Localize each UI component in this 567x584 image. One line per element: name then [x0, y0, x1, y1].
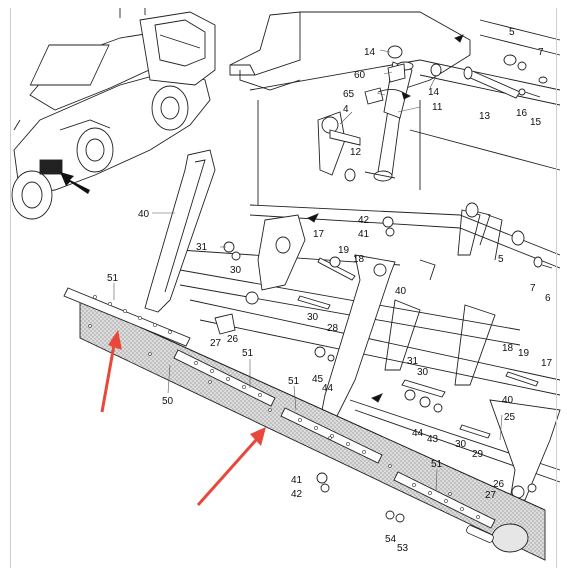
label-17: 17	[541, 358, 553, 369]
label-19: 19	[518, 348, 530, 359]
hooks-right	[457, 202, 553, 269]
black-arrow-icon	[60, 172, 90, 194]
center-bracket	[257, 209, 561, 501]
label-26: 26	[493, 479, 505, 490]
label-14: 14	[364, 47, 376, 58]
label-15: 15	[530, 117, 542, 128]
label-5: 5	[498, 254, 504, 265]
label-40: 40	[395, 286, 407, 297]
label-51: 51	[288, 376, 300, 387]
label-27: 27	[210, 338, 222, 349]
label-25: 25	[504, 412, 516, 423]
label-11: 11	[432, 102, 443, 113]
arm-40-left	[144, 149, 216, 313]
blade-end-seal	[491, 523, 529, 553]
red-arrow-left-icon	[108, 330, 122, 350]
label-60: 60	[354, 70, 366, 81]
label-18: 18	[353, 254, 365, 265]
label-28: 28	[327, 323, 339, 334]
red-arrow-right-shaft	[196, 439, 258, 506]
label-41: 41	[358, 229, 370, 240]
label-51: 51	[107, 273, 119, 284]
label-51: 51	[242, 348, 254, 359]
label-45: 45	[312, 374, 324, 385]
vehicle-illustration	[11, 8, 216, 220]
label-50: 50	[162, 396, 174, 407]
pin-13	[463, 54, 548, 99]
red-arrows	[100, 330, 266, 506]
blade-holes	[88, 295, 480, 519]
blade-50-hatch	[79, 299, 546, 511]
label-13: 13	[479, 111, 491, 122]
fasteners-mid	[214, 213, 539, 523]
label-31: 31	[196, 242, 208, 253]
label-26: 26	[227, 334, 239, 345]
label-6: 6	[545, 293, 551, 304]
red-arrow-left-shaft	[100, 344, 116, 413]
label-44: 44	[322, 383, 334, 394]
label-29: 29	[472, 449, 484, 460]
bracket-4	[317, 111, 361, 182]
label-4: 4	[343, 104, 349, 115]
label-41: 41	[291, 475, 303, 486]
label-14: 14	[428, 87, 440, 98]
label-16: 16	[516, 108, 528, 119]
label-30: 30	[230, 265, 242, 276]
label-30: 30	[455, 439, 467, 450]
label-54: 54	[385, 534, 397, 545]
small-parts-top	[364, 34, 464, 105]
label-42: 42	[291, 489, 303, 500]
label-31: 31	[407, 356, 419, 367]
label-7: 7	[530, 283, 536, 294]
label-53: 53	[397, 543, 409, 554]
red-arrow-right-icon	[250, 427, 266, 446]
label-7: 7	[538, 47, 544, 58]
label-30: 30	[417, 367, 429, 378]
label-43: 43	[427, 434, 439, 445]
label-65: 65	[343, 89, 355, 100]
label-27: 27	[485, 490, 497, 501]
label-42: 42	[358, 215, 370, 226]
hydraulic-cylinder	[364, 61, 414, 182]
blade-badge	[466, 525, 494, 543]
label-40: 40	[502, 395, 514, 406]
label-30: 30	[307, 312, 319, 323]
label-5: 5	[509, 27, 515, 38]
label-12: 12	[350, 147, 362, 158]
part-labels: 5 7 14 14 60 65 11 4 13 16 15 12 40 42 4…	[107, 27, 553, 554]
label-18: 18	[502, 343, 514, 354]
label-40: 40	[138, 209, 150, 220]
label-44: 44	[412, 428, 424, 439]
label-51: 51	[431, 459, 443, 470]
label-19: 19	[338, 245, 350, 256]
leader-lines	[113, 49, 503, 491]
label-17: 17	[313, 229, 325, 240]
